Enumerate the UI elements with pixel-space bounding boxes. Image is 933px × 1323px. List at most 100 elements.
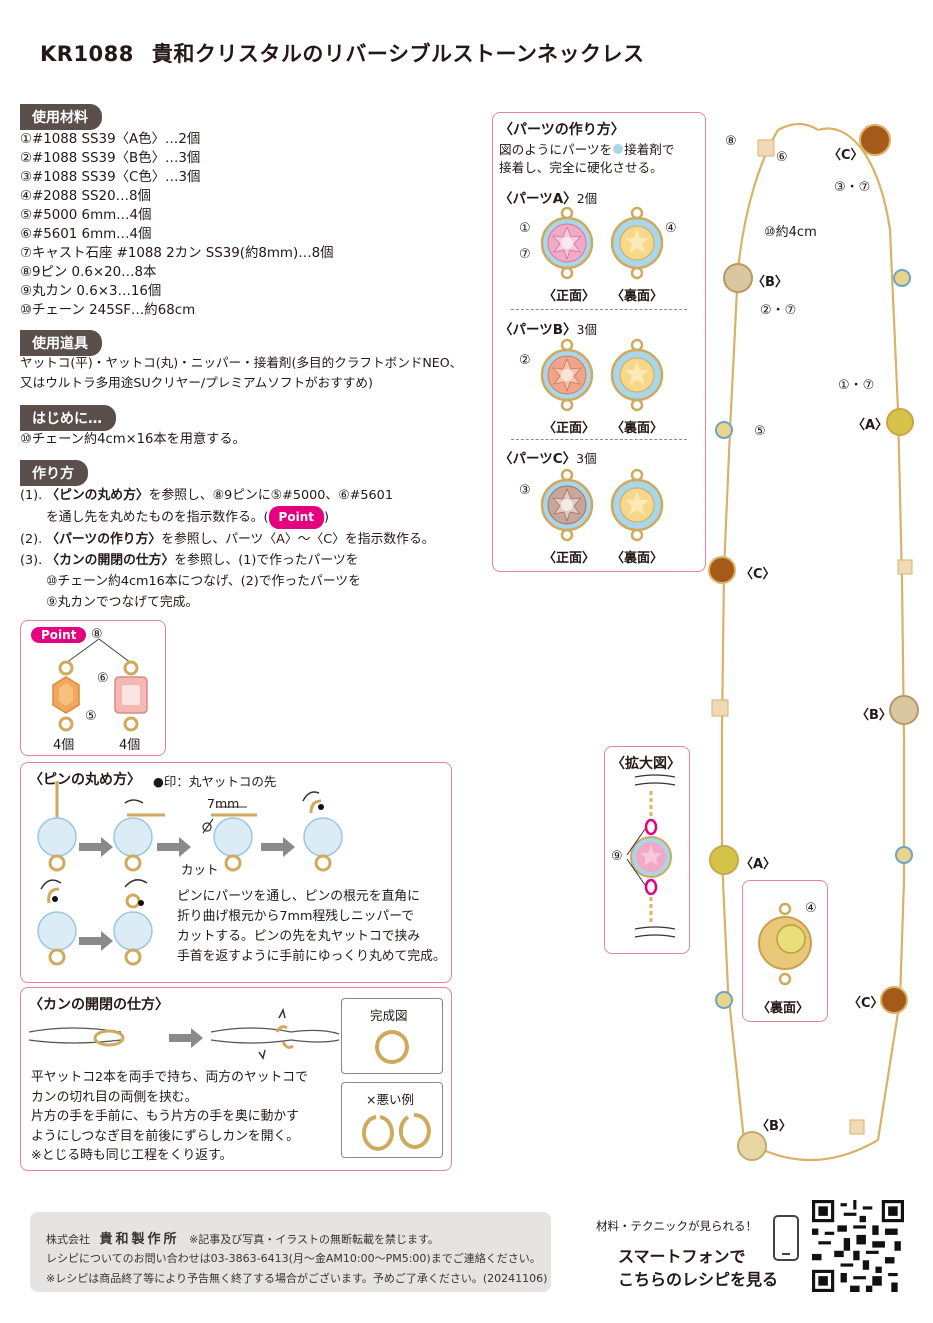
part-a-label-4: ④	[665, 221, 677, 236]
part-a-front: 〈正面〉	[543, 289, 596, 304]
ring-done-label: 完成図	[370, 1008, 408, 1023]
material-item: ③#1088 SS39〈C色〉…3個	[20, 170, 201, 185]
smartphone-line1: スマートフォンで	[618, 1247, 746, 1266]
material-item: ⑧9ピン 0.6×20…8本	[20, 265, 157, 280]
material-item: ⑩チェーン 245SF…約68cm	[20, 303, 196, 318]
qr-code[interactable]	[812, 1200, 904, 1292]
necklace-label-a2: 〈A〉	[740, 857, 777, 872]
necklace-label-10: ⑩約4cm	[764, 225, 817, 240]
step-2-ref: 〈パーツの作り方〉	[46, 532, 162, 547]
page-title: KR1088 貴和クリスタルのリバーシブルストーンネックレス	[40, 38, 645, 68]
back-view-illustration	[758, 902, 812, 986]
count-right: 4個	[119, 738, 141, 753]
material-item: ⑥#5601 6mm…4個	[20, 227, 152, 242]
tools-line: ヤットコ(平)・ヤットコ(丸)・ニッパー・接着剤(多目的クラフトボンドNEO、	[20, 355, 463, 370]
intro-heading: はじめに…	[20, 405, 116, 431]
footer: 株式会社 貴和製作所 ※記事及び写真・イラストの無断転載を禁じます。 レシピにつ…	[30, 1212, 551, 1292]
part-c-heading: 〈パーツC〉3個	[499, 451, 597, 467]
parts-box-title: 〈パーツの作り方〉	[499, 122, 625, 138]
part-b-front: 〈正面〉	[543, 421, 596, 436]
necklace-label-c1: 〈C〉	[828, 148, 864, 163]
material-item: ⑨丸カン 0.6×3…16個	[20, 284, 162, 299]
necklace-label-c2: 〈C〉	[740, 567, 776, 582]
material-item: ④#2088 SS20…8個	[20, 189, 151, 204]
part-a-label-1: ①	[519, 221, 531, 236]
ring-done-panel: 完成図	[341, 998, 443, 1074]
part-c-back: 〈裏面〉	[611, 551, 664, 566]
count-left: 4個	[53, 738, 75, 753]
step-1-line2: を通し先を丸めたものを指示数作る。(Point)	[20, 506, 460, 529]
part-c-label-3: ③	[519, 483, 531, 498]
part-b-illustration	[540, 338, 664, 412]
necklace-label-a1: 〈A〉	[852, 418, 889, 433]
steps-list: (1). 〈ピンの丸め方〉を参照し、⑧9ピンに⑤#5000、⑥#5601 を通し…	[20, 485, 460, 613]
tools-heading: 使用道具	[20, 330, 102, 356]
material-item: ⑤#5000 6mm…4個	[20, 208, 152, 223]
divider	[511, 309, 687, 310]
footer-contact: レシピについてのお問い合わせは03-3863-6413(月～金AM10:00～P…	[46, 1252, 541, 1265]
ring-pliers-illustration	[28, 1007, 340, 1060]
material-item: ②#1088 SS39〈B色〉…3個	[20, 151, 201, 166]
pin-rounding-box: 〈ピンの丸め方〉 ●印：丸ヤットコの先 7mm カット	[20, 762, 452, 983]
step-2: (2). 〈パーツの作り方〉を参照し、パーツ〈A〉～〈C〉を指示数作る。	[20, 532, 435, 547]
materials-section: 使用材料	[20, 104, 102, 130]
product-code: KR1088	[40, 42, 134, 66]
step-3-line3: ⑨丸カンでつなげて完成。	[46, 595, 199, 610]
part-a-illustration	[540, 206, 664, 280]
pin-parts-illustration	[52, 638, 148, 732]
necklace-label-27: ②・⑦	[760, 303, 797, 318]
part-c-illustration	[540, 468, 664, 542]
steps-heading: 作り方	[20, 460, 88, 486]
necklace-label-c3: 〈C〉	[848, 996, 884, 1011]
intro-text: ⑩チェーン約4cm×16本を用意する。	[20, 432, 246, 447]
necklace-label-b3: 〈B〉	[756, 1119, 792, 1134]
part-b-heading: 〈パーツB〉3個	[499, 322, 597, 338]
pin-box-desc: ピンにパーツを通し、ピンの根元を直角に 折り曲げ根元から7mm程残しニッパーで …	[177, 889, 446, 964]
necklace-label-37: ③・⑦	[834, 180, 871, 195]
ring-box: 〈カンの開閉の仕方〉 平ヤットコ2本を両手で持ち、両方のヤットコで カンの切れ目…	[20, 987, 452, 1171]
parts-box-desc2: 接着し、完全に硬化させる。	[499, 160, 663, 175]
part-c-front: 〈正面〉	[543, 551, 596, 566]
part-b-back: 〈裏面〉	[611, 421, 664, 436]
parts-box-desc1: 図のようにパーツを接着剤で	[499, 142, 675, 157]
point-label-8: ⑧	[91, 627, 103, 642]
point-label-6: ⑥	[97, 671, 109, 686]
glue-dot-icon	[613, 144, 624, 154]
ring-done-icon	[375, 1030, 409, 1064]
point-box-pill: Point	[31, 627, 87, 643]
necklace-illustration	[708, 122, 919, 1161]
company-logo: 貴和製作所	[99, 1232, 180, 1247]
part-b-label-2: ②	[519, 353, 531, 368]
tools-text: ヤットコ(平)・ヤットコ(丸)・ニッパー・接着剤(多目的クラフトボンドNEO、 …	[20, 353, 462, 393]
step-3-ref: 〈カンの開閉の仕方〉	[46, 553, 175, 568]
back-view-box: ④ 〈裏面〉	[742, 880, 828, 1022]
zoom-box: 〈拡大図〉 ⑨	[604, 746, 690, 954]
zoom-illustration	[626, 774, 676, 938]
smartphone-small: 材料・テクニックが見られる！	[596, 1219, 757, 1233]
step-1-ref: 〈ピンの丸め方〉	[46, 488, 149, 503]
necklace-label-6: ⑥	[776, 150, 788, 165]
point-box: Point ⑧ ⑥ ⑤ 4個 4個	[20, 620, 166, 756]
necklace-label-b1: 〈B〉	[752, 275, 788, 290]
step-1: (1). 〈ピンの丸め方〉を参照し、⑧9ピンに⑤#5000、⑥#5601	[20, 488, 393, 503]
necklace-label-8: ⑧	[725, 134, 737, 149]
ring-box-desc: 平ヤットコ2本を両手で持ち、両方のヤットコで カンの切れ目の両側を挟む。 片方の…	[31, 1070, 308, 1163]
tools-section: 使用道具	[20, 330, 102, 356]
materials-list: ①#1088 SS39〈A色〉…2個 ②#1088 SS39〈B色〉…3個 ③#…	[20, 130, 334, 320]
point-label-5: ⑤	[85, 709, 97, 724]
necklace-label-17: ①・⑦	[838, 378, 875, 393]
step-3: (3). 〈カンの開閉の仕方〉を参照し、(1)で作ったパーツを	[20, 553, 359, 568]
materials-heading: 使用材料	[20, 104, 102, 130]
material-item: ⑦キャスト石座 #1088 2カン SS39(約8mm)…8個	[20, 246, 334, 261]
parts-box: 〈パーツの作り方〉 図のようにパーツを接着剤で 接着し、完全に硬化させる。 〈パ…	[492, 112, 706, 572]
ring-bad-label: ×悪い例	[366, 1092, 414, 1107]
ring-box-title: 〈カンの開閉の仕方〉	[29, 997, 169, 1013]
step-3-line2: ⑩チェーン約4cm16本につなげ、(2)で作ったパーツを	[46, 574, 361, 589]
smartphone-line2: こちらのレシピを見る	[618, 1270, 779, 1289]
steps-section: 作り方	[20, 460, 88, 486]
product-title: 貴和クリスタルのリバーシブルストーンネックレス	[151, 42, 645, 66]
pin-steps-illustration	[37, 781, 343, 966]
divider	[511, 439, 687, 440]
zoom-box-title: 〈拡大図〉	[611, 756, 681, 772]
necklace-label-5: ⑤	[754, 424, 766, 439]
